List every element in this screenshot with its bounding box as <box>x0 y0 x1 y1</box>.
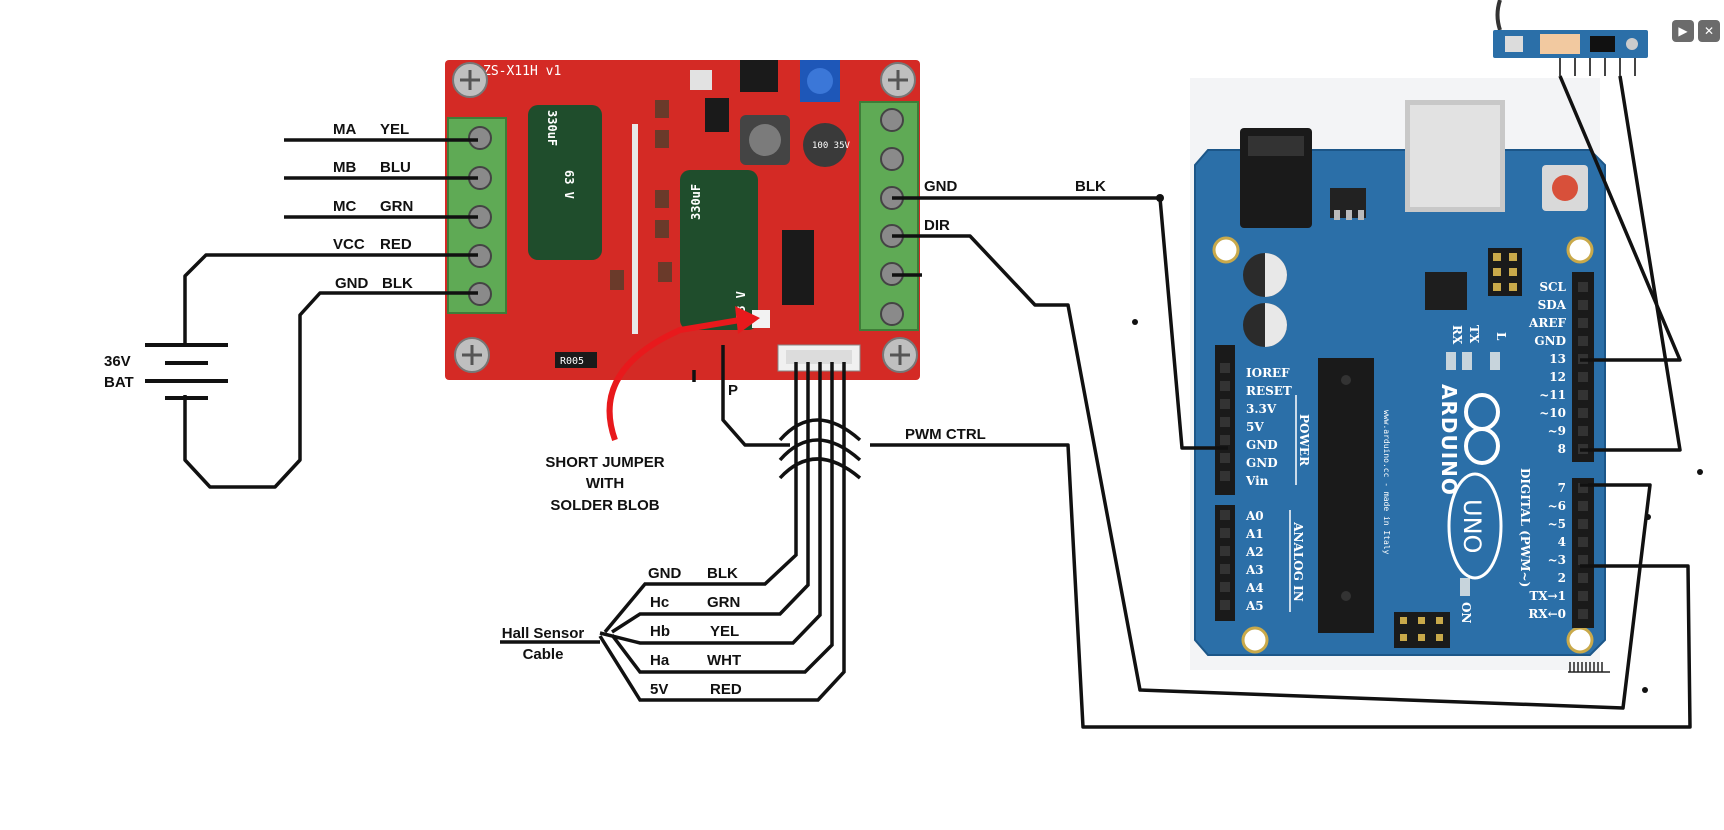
pin-a5: A5 <box>1245 599 1264 613</box>
power-label: POWER <box>1297 414 1311 467</box>
pin-a1: A1 <box>1245 527 1264 541</box>
zs-x11h-board: ZS-X11H v1 330uF 63 V 330uF 63 V 100 35V <box>445 60 920 380</box>
close-icon: ✕ <box>1703 24 1715 38</box>
rf-receiver-module <box>1493 0 1648 76</box>
battery-voltage: 36V <box>104 353 131 370</box>
pin-4: 4 <box>1558 535 1566 549</box>
mb-color: BLU <box>380 159 411 176</box>
jumper-arrow <box>606 317 741 442</box>
pin-rx0: RX←0 <box>1528 607 1566 621</box>
vcc-label: VCC <box>333 236 365 253</box>
jumper-note-line3: SOLDER BLOB <box>550 497 659 514</box>
pin-5v: 5V <box>1246 420 1264 434</box>
hall-5v-color: RED <box>710 681 742 698</box>
hall-sensor-labels: Hall Sensor Cable GND BLK Hc GRN Hb YEL … <box>502 565 742 698</box>
pin-reset: RESET <box>1246 384 1292 398</box>
pin-sda: SDA <box>1538 298 1567 312</box>
pin-vin: Vin <box>1245 474 1269 488</box>
tx-label: TX <box>1467 325 1481 344</box>
pin-7: 7 <box>1558 481 1566 495</box>
arduino-uno: TX RX L IOREF RESET 3.3V 5V GND GND Vin … <box>1190 78 1610 673</box>
pwm-label: PWM CTRL <box>905 426 986 443</box>
digital-label: DIGITAL (PWM~) <box>1518 468 1532 587</box>
pin-gnd-1: GND <box>1246 438 1278 452</box>
analog-in-label: ANALOG IN <box>1291 521 1305 602</box>
pin-13: 13 <box>1549 352 1566 366</box>
jumper-note-line2: WITH <box>586 475 624 492</box>
pin-5: ~5 <box>1548 517 1566 531</box>
arduino-site: www.arduino.cc - made in Italy <box>1382 410 1391 555</box>
hall-hb-color: YEL <box>710 623 739 640</box>
arduino-brand: ARDUINO <box>1437 384 1461 496</box>
pin-a2: A2 <box>1245 545 1264 559</box>
mc-label: MC <box>333 198 356 215</box>
hall-gnd-color: BLK <box>707 565 738 582</box>
pin-8: 8 <box>1558 442 1566 456</box>
pin-2: 2 <box>1558 571 1566 585</box>
dir-label: DIR <box>924 217 950 234</box>
pin-12: 12 <box>1549 370 1566 384</box>
mb-label: MB <box>333 159 356 176</box>
ctrl-gnd-label: GND <box>924 178 958 195</box>
hall-5v: 5V <box>650 681 668 698</box>
on-label: ON <box>1459 602 1473 623</box>
vcc-color: RED <box>380 236 412 253</box>
pin-a3: A3 <box>1245 563 1264 577</box>
cap1-label: 330uF <box>545 110 559 146</box>
hall-ha-color: WHT <box>707 652 741 669</box>
pin-scl: SCL <box>1539 280 1566 294</box>
analog-pin-labels: A0 A1 A2 A3 A4 A5 <box>1245 509 1264 613</box>
resistor-label: R005 <box>560 356 584 367</box>
ma-color: YEL <box>380 121 409 138</box>
battery-symbol <box>145 343 228 400</box>
wires <box>145 75 1703 729</box>
digital-pin-labels-top: SCL SDA AREF GND 13 12 ~11 ~10 ~9 8 <box>1528 280 1567 456</box>
pin-a4: A4 <box>1245 581 1264 595</box>
power-pin-labels: IOREF RESET 3.3V 5V GND GND Vin <box>1245 366 1292 488</box>
pin-aref: AREF <box>1528 316 1566 330</box>
cap1-voltage: 63 V <box>562 170 576 199</box>
board-model-label: ZS-X11H v1 <box>483 64 561 79</box>
play-button[interactable]: ▶ <box>1672 20 1694 42</box>
pin-ioref: IOREF <box>1246 366 1290 380</box>
pin-3: ~3 <box>1548 553 1566 567</box>
pin-gnd-2: GND <box>1246 456 1278 470</box>
ma-label: MA <box>333 121 356 138</box>
pin-gnd-d: GND <box>1534 334 1566 348</box>
ctrl-gnd-color: BLK <box>1075 178 1106 195</box>
motor-phase-labels: MA YEL MB BLU MC GRN VCC RED GND BLK <box>333 121 413 292</box>
l-led-label: L <box>1494 332 1508 341</box>
hall-gnd: GND <box>648 565 682 582</box>
arduino-logo <box>1464 393 1500 465</box>
play-icon: ▶ <box>1678 24 1688 38</box>
gnd-label: GND <box>335 275 369 292</box>
pin-11: ~11 <box>1539 388 1566 402</box>
digital-pin-labels-bottom: 7 ~6 ~5 4 ~3 2 TX→1 RX←0 <box>1528 481 1566 621</box>
rx-label: RX <box>1450 325 1464 345</box>
hall-ha: Ha <box>650 652 670 669</box>
hall-hc-color: GRN <box>707 594 740 611</box>
pin-tx1: TX→1 <box>1529 589 1566 603</box>
gnd-color: BLK <box>382 275 413 292</box>
hall-hc: Hc <box>650 594 669 611</box>
arduino-model: UNO <box>1458 499 1486 553</box>
jumper-note-line1: SHORT JUMPER <box>545 454 664 471</box>
pin-6: ~6 <box>1548 499 1566 513</box>
battery-label: BAT <box>104 374 134 391</box>
hall-title-1: Hall Sensor <box>502 625 585 642</box>
p-label: P <box>728 382 738 399</box>
mc-color: GRN <box>380 198 413 215</box>
close-button[interactable]: ✕ <box>1698 20 1720 42</box>
hall-hb: Hb <box>650 623 670 640</box>
pin-9: ~9 <box>1548 424 1566 438</box>
pin-10: ~10 <box>1539 406 1566 420</box>
hall-title-2: Cable <box>523 646 564 663</box>
jumper-note: SHORT JUMPER WITH SOLDER BLOB <box>545 454 664 514</box>
cap2-label: 330uF <box>689 184 703 220</box>
pin-a0: A0 <box>1245 509 1264 523</box>
cap3-label: 100 35V <box>812 141 851 151</box>
pin-3v3: 3.3V <box>1246 402 1277 416</box>
